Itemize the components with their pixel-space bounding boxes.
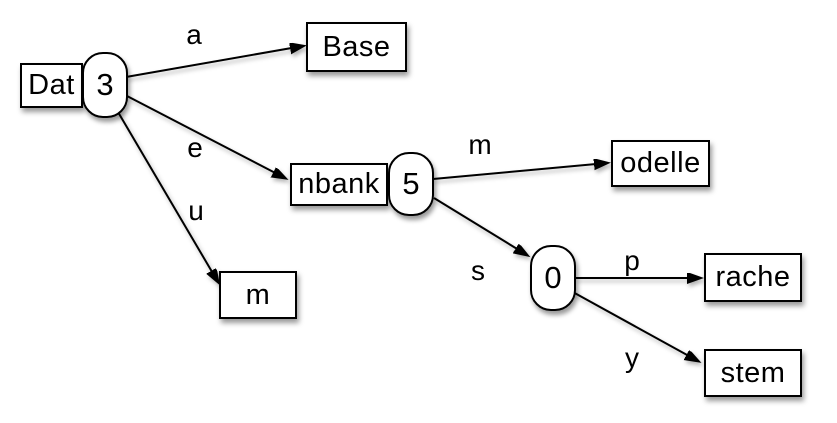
node-nbank: nbank [290,163,388,206]
node-rache: rache [704,253,802,302]
edge-label-a: a [186,19,202,50]
edge-e-line [126,95,285,178]
edge-m-line [432,163,607,180]
node-count-3: 3 [82,52,128,118]
edge-label-e: e [187,132,203,163]
edge-u-line [117,111,218,282]
node-m: m [219,271,297,319]
node-count-0: 0 [530,245,576,311]
edge-label-m: m [468,129,492,160]
node-base: Base [306,22,407,72]
node-count-5: 5 [388,152,434,216]
edge-y-line [570,290,698,361]
edge-label-s: s [471,255,485,286]
node-odelle: odelle [611,140,710,187]
edge-label-p: p [624,245,640,276]
node-dat: Dat [20,63,83,108]
edge-s-line [433,197,527,255]
node-stem: stem [704,349,802,397]
edge-label-y: y [625,342,639,373]
edge-a-line [125,46,303,78]
edge-label-u: u [188,195,204,226]
